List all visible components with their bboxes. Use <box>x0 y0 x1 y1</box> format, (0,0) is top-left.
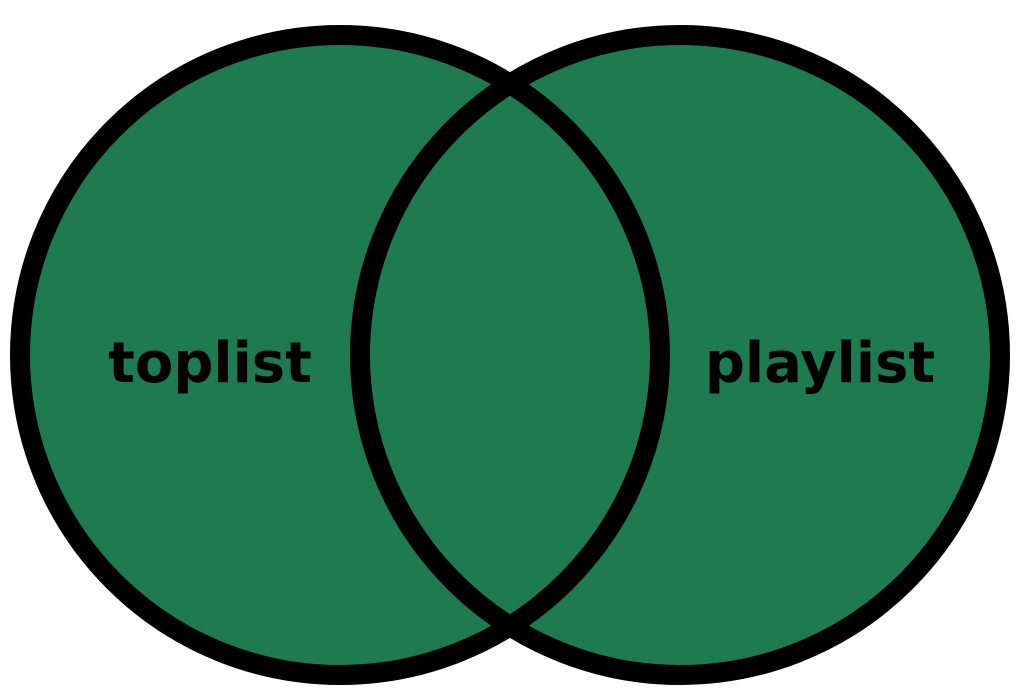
right-set-outline <box>350 25 1010 685</box>
left-set-label: toplist <box>108 331 312 396</box>
right-set-label: playlist <box>705 331 935 396</box>
left-set-outline <box>10 25 670 685</box>
right-set-fill <box>360 35 1000 675</box>
